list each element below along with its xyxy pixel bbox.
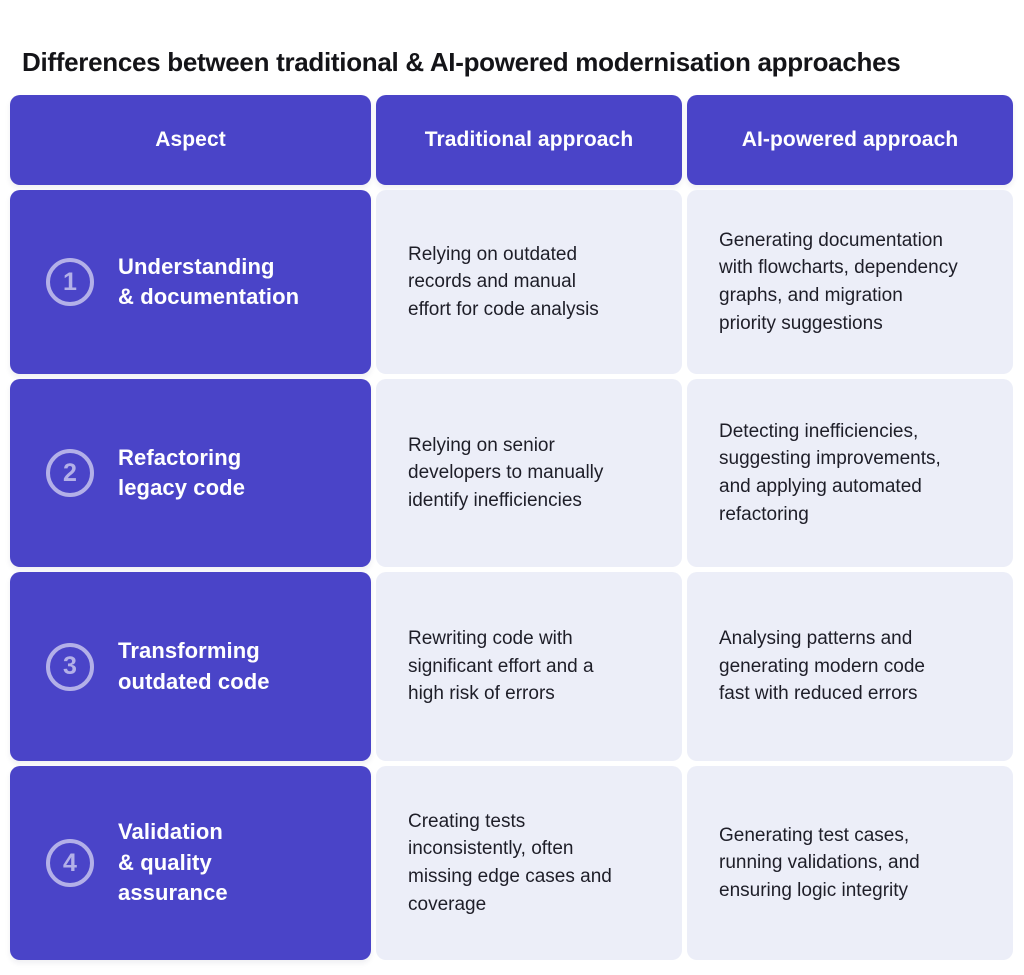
row-number-badge: 3 (46, 642, 94, 691)
header-cell-ai-powered: AI-powered approach (687, 95, 1013, 185)
ai-powered-cell: Generating test cases, running validatio… (687, 766, 1013, 960)
aspect-label: Understanding & documentation (118, 253, 300, 309)
ai-powered-cell: Generating documentation with flowcharts… (687, 190, 1013, 374)
ai-powered-text: Analysing patterns and generating modern… (719, 628, 925, 705)
ai-powered-text: Generating documentation with flowcharts… (719, 229, 958, 334)
traditional-text: Relying on senior developers to manually… (408, 434, 604, 511)
traditional-text: Creating tests inconsistently, often mis… (408, 810, 612, 915)
ai-powered-text: Generating test cases, running validatio… (719, 824, 920, 901)
ai-powered-cell: Detecting inefficiencies, suggesting imp… (687, 379, 1013, 567)
traditional-cell: Creating tests inconsistently, often mis… (376, 766, 682, 960)
traditional-cell: Relying on outdated records and manual e… (376, 190, 682, 374)
row-number-badge: 2 (46, 449, 94, 497)
aspect-label: Validation & quality assurance (118, 819, 228, 906)
traditional-text: Relying on outdated records and manual e… (408, 243, 599, 320)
aspect-cell-refactoring-legacy-code: 2 Refactoring legacy code (10, 379, 371, 567)
aspect-cell-validation-quality-assurance: 4 Validation & quality assurance (10, 766, 371, 960)
aspect-label: Refactoring legacy code (118, 444, 246, 500)
traditional-cell: Relying on senior developers to manually… (376, 379, 682, 567)
header-cell-traditional: Traditional approach (376, 95, 682, 185)
header-cell-aspect: Aspect (10, 95, 371, 185)
aspect-label: Transforming outdated code (118, 638, 270, 694)
aspect-cell-transforming-outdated-code: 3 Transforming outdated code (10, 572, 371, 761)
comparison-table: Aspect Traditional approach AI-powered a… (10, 95, 1013, 960)
aspect-cell-understanding-documentation: 1 Understanding & documentation (10, 190, 371, 374)
row-number-badge: 4 (46, 839, 94, 887)
row-number-badge: 1 (46, 258, 94, 306)
traditional-cell: Rewriting code with significant effort a… (376, 572, 682, 761)
ai-powered-text: Detecting inefficiencies, suggesting imp… (719, 420, 941, 525)
ai-powered-cell: Analysing patterns and generating modern… (687, 572, 1013, 761)
page-title: Differences between traditional & AI-pow… (22, 47, 901, 78)
traditional-text: Rewriting code with significant effort a… (408, 628, 594, 705)
